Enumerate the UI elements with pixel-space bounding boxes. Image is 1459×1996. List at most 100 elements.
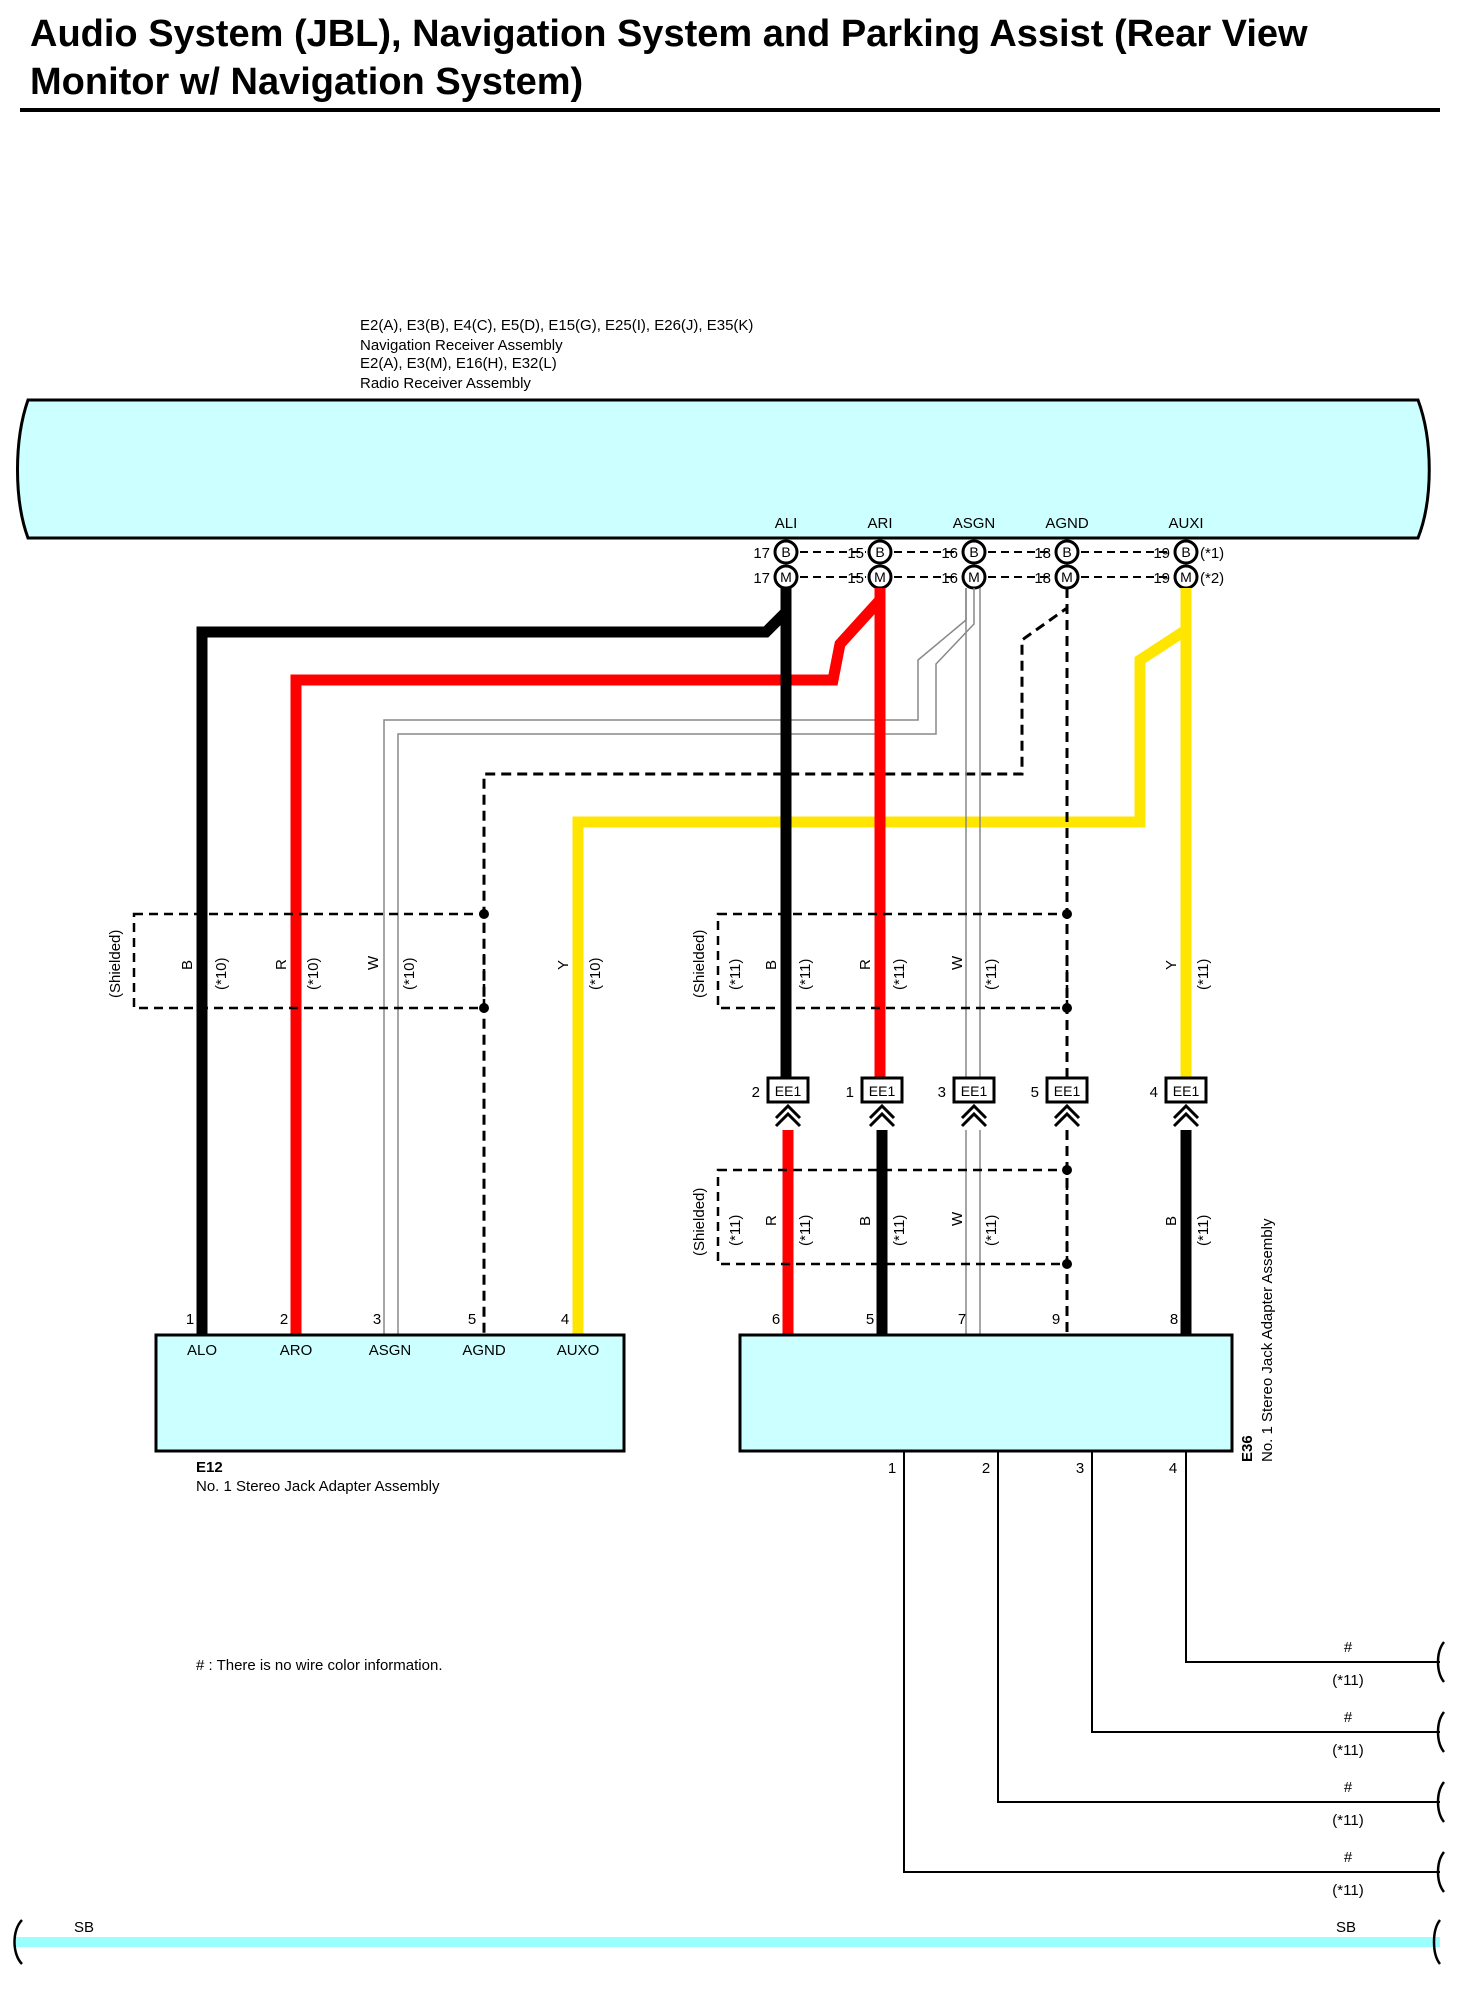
wire-note: (*10) xyxy=(401,957,418,990)
svg-text:EE1: EE1 xyxy=(1054,1083,1081,1099)
shielded-label: (Shielded) xyxy=(107,930,124,998)
e36-pin-number: 5 xyxy=(866,1311,874,1328)
svg-text:EE1: EE1 xyxy=(961,1083,988,1099)
wire-color-code: W xyxy=(365,955,382,970)
wire-note: (*11) xyxy=(727,1215,744,1246)
out-wire-1 xyxy=(903,1451,1440,1873)
svg-text:3: 3 xyxy=(938,1084,946,1101)
svg-text:EE1: EE1 xyxy=(775,1083,802,1099)
junction-ee1-5: EE1 5 xyxy=(1031,1076,1089,1128)
bus-label-right: SB xyxy=(1336,1919,1356,1936)
pin-number: 15 xyxy=(847,570,864,587)
svg-text:EE1: EE1 xyxy=(1173,1083,1200,1099)
pin-number: 16 xyxy=(941,545,958,562)
junction-ee1-2: EE1 2 xyxy=(752,1076,810,1128)
wire-note: (*10) xyxy=(213,957,230,990)
wire-color-code: B xyxy=(1163,1216,1180,1226)
wire-note: (*11) xyxy=(983,959,1000,990)
junction-ee1-1: EE1 1 xyxy=(846,1076,904,1128)
e12-pin-number: 3 xyxy=(373,1311,381,1328)
e12-code: E12 xyxy=(196,1459,223,1476)
pin-number: 17 xyxy=(753,570,770,587)
svg-text:EE1: EE1 xyxy=(869,1083,896,1099)
wire-color-code: R xyxy=(763,1215,780,1226)
conn-letter: B xyxy=(1062,544,1071,560)
wire-note: (*11) xyxy=(983,1215,1000,1246)
e36-block xyxy=(738,1333,1234,1453)
e12-block xyxy=(154,1333,626,1453)
shielded-label: (Shielded) xyxy=(691,1188,708,1256)
shield-box-right-top xyxy=(716,912,1069,1010)
e36-code: E36 xyxy=(1239,1435,1256,1462)
wire-color-code: B xyxy=(179,960,196,970)
svg-text:5: 5 xyxy=(1031,1084,1039,1101)
e36-pin-number: 4 xyxy=(1169,1460,1177,1477)
e12-pin-name: ALO xyxy=(187,1342,217,1359)
variant-note-1: (*1) xyxy=(1200,545,1224,562)
e36-name: No. 1 Stereo Jack Adapter Assembly xyxy=(1259,1218,1276,1462)
conn-letter: B xyxy=(1181,544,1190,560)
e12-pin-number: 5 xyxy=(468,1311,476,1328)
wire-color-code: B xyxy=(857,1216,874,1226)
no-color-mark: # xyxy=(1344,1849,1353,1866)
wire-note: (*11) xyxy=(727,959,744,990)
wire-note: (*11) xyxy=(1195,959,1212,990)
junction-ee1-4: EE1 4 xyxy=(1150,1076,1208,1128)
terminal-auxi: AUXI xyxy=(1168,515,1203,532)
conn-letter: B xyxy=(781,544,790,560)
wire-note: (*11) xyxy=(1332,1812,1363,1829)
pin-number: 15 xyxy=(847,545,864,562)
conn-letter: M xyxy=(1061,569,1073,585)
pin-number: 17 xyxy=(753,545,770,562)
e36-pin-number: 3 xyxy=(1076,1460,1084,1477)
no-color-mark: # xyxy=(1344,1779,1353,1796)
wire-note: (*11) xyxy=(1332,1742,1363,1759)
e12-pin-name: AGND xyxy=(462,1342,506,1359)
wire-color-code: R xyxy=(273,959,290,970)
terminal-agnd: AGND xyxy=(1045,515,1089,532)
wire-note: (*10) xyxy=(587,957,604,990)
nav-receiver-name: Navigation Receiver Assembly xyxy=(360,337,563,354)
wire-color-code: Y xyxy=(555,960,572,970)
pin-number: 19 xyxy=(1153,570,1170,587)
wire-note: (*10) xyxy=(305,957,322,990)
e12-pin-name: ASGN xyxy=(369,1342,412,1359)
pin-number: 18 xyxy=(1034,570,1051,587)
conn-letter: M xyxy=(1180,569,1192,585)
page-title: Audio System (JBL), Navigation System an… xyxy=(30,13,1308,103)
no-color-mark: # xyxy=(1344,1639,1353,1656)
radio-receiver-name: Radio Receiver Assembly xyxy=(360,375,531,392)
wire-color-note: # : There is no wire color information. xyxy=(196,1657,443,1674)
wire-white-asgn-right xyxy=(965,588,981,1078)
wire-color-code: R xyxy=(857,959,874,970)
wire-note: (*11) xyxy=(797,1215,814,1246)
e36-pin-number: 7 xyxy=(958,1311,966,1328)
pin-number: 19 xyxy=(1153,545,1170,562)
wire-note: (*11) xyxy=(891,1215,908,1246)
e12-name: No. 1 Stereo Jack Adapter Assembly xyxy=(196,1478,440,1495)
radio-receiver-codes: E2(A), E3(M), E16(H), E32(L) xyxy=(360,355,557,372)
conn-letter: B xyxy=(875,544,884,560)
conn-letter: B xyxy=(969,544,978,560)
terminal-ali: ALI xyxy=(775,515,798,532)
shielded-label: (Shielded) xyxy=(691,930,708,998)
pin-number: 18 xyxy=(1034,545,1051,562)
wire-note: (*11) xyxy=(1332,1672,1363,1689)
out-wire-4 xyxy=(1185,1451,1440,1663)
e12-pin-name: ARO xyxy=(280,1342,313,1359)
conn-letter: M xyxy=(968,569,980,585)
connector-m-row xyxy=(773,564,1199,590)
wire-note: (*11) xyxy=(797,959,814,990)
conn-letter: M xyxy=(780,569,792,585)
e36-pin-number: 1 xyxy=(888,1460,896,1477)
receiver-block xyxy=(16,398,1431,540)
e12-pin-name: AUXO xyxy=(557,1342,600,1359)
svg-text:1: 1 xyxy=(846,1084,854,1101)
wire-note: (*11) xyxy=(1332,1882,1363,1899)
wire-color-code: B xyxy=(763,960,780,970)
pin-number: 16 xyxy=(941,570,958,587)
svg-text:4: 4 xyxy=(1150,1084,1158,1101)
wire-color-code: W xyxy=(949,955,966,970)
out-wire-2 xyxy=(997,1451,1440,1803)
